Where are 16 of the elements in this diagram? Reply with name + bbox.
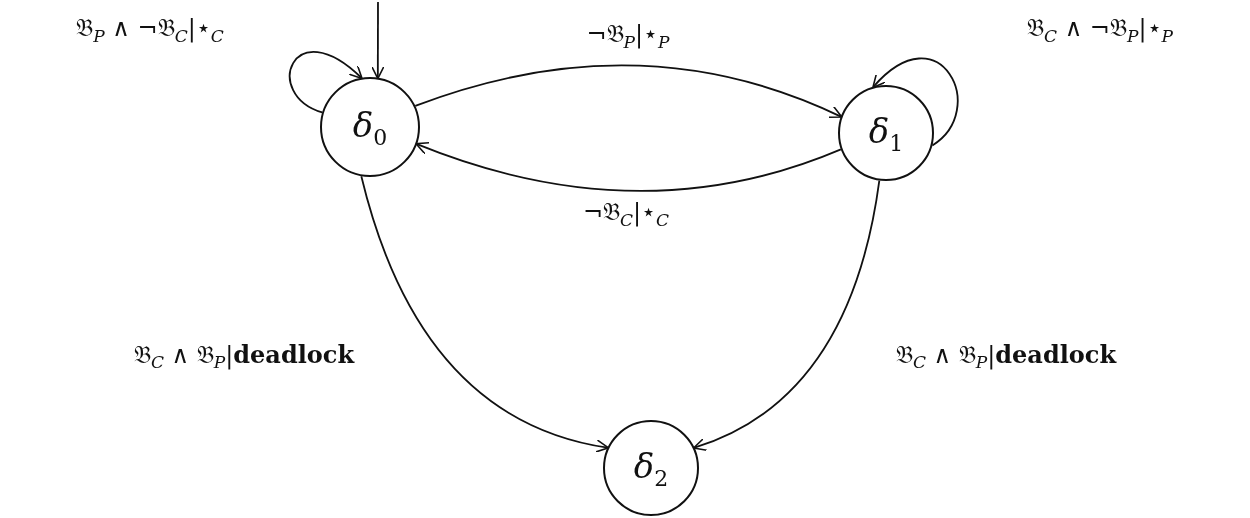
transition-arrow <box>371 1 385 80</box>
edge-label: 𝔅$_{C}$ ∧ ¬𝔅$_{P}$|⋆$_{P}$ <box>1027 14 1173 46</box>
transition-arrow <box>360 175 610 453</box>
edge-label: ¬𝔅$_{P}$|⋆$_{P}$ <box>586 20 670 52</box>
self-loop-arrow <box>872 57 959 147</box>
state-label: δ$_{2}$ <box>633 445 669 491</box>
edge-label: ¬𝔅$_{C}$|⋆$_{C}$ <box>582 198 670 230</box>
transition-arrow <box>692 179 881 451</box>
edge-label: 𝔅$_{C}$ ∧ 𝔅$_{P}$|deadlock <box>133 339 355 373</box>
transition-arrow <box>414 64 843 119</box>
edge-label: 𝔅$_{C}$ ∧ 𝔅$_{P}$|deadlock <box>895 339 1117 373</box>
state-label: δ$_{1}$ <box>868 110 904 156</box>
state-label: δ$_{0}$ <box>352 104 388 150</box>
self-loop-arrow <box>289 51 363 114</box>
edge-label: 𝔅$_{P}$ ∧ ¬𝔅$_{C}$|⋆$_{C}$ <box>76 14 224 46</box>
transition-arrow <box>415 141 842 192</box>
